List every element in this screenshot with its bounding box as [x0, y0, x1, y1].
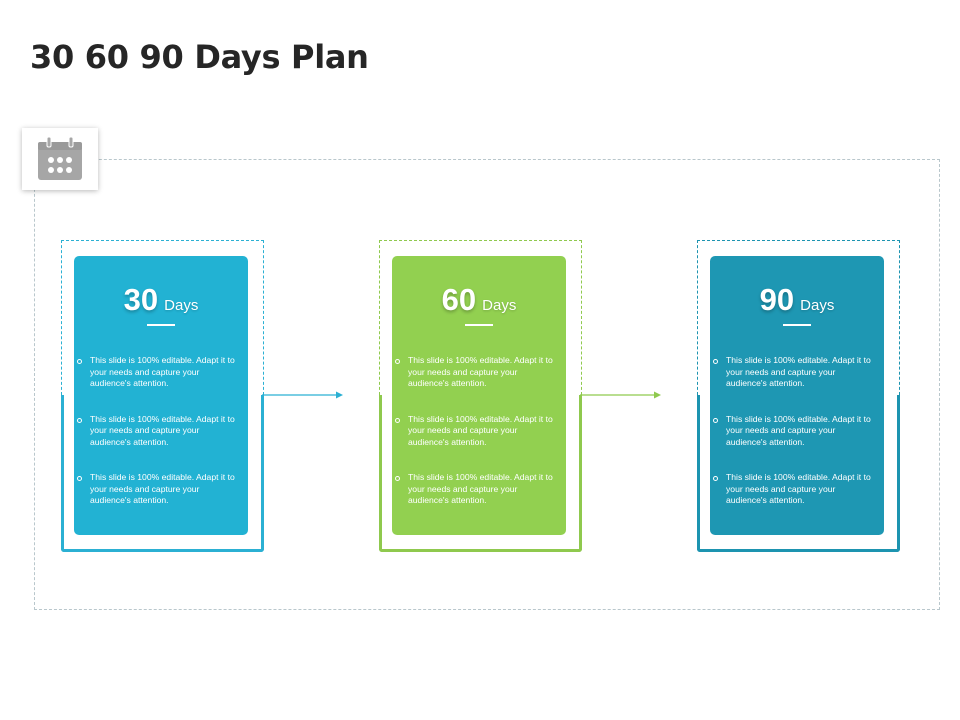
stage-90-bullet-list: This slide is 100% editable. Adapt it to… — [713, 355, 876, 531]
stage-60-column: 60 Days This slide is 100% editable. Adap… — [379, 240, 582, 552]
list-item: This slide is 100% editable. Adapt it to… — [77, 413, 240, 449]
stage-90-solid-frame — [697, 395, 900, 552]
bullet-circle-icon — [77, 417, 82, 423]
stage-60-underline — [465, 324, 493, 326]
calendar-icon — [38, 136, 82, 180]
bullet-circle-icon — [77, 476, 82, 481]
stage-90-dashed-frame — [697, 240, 900, 395]
stage-60-dashed-frame — [379, 240, 582, 395]
bullet-circle-icon — [395, 476, 400, 481]
outer-dashed-frame — [34, 159, 940, 610]
arrow-60-to-90 — [580, 391, 661, 399]
bullet-text: This slide is 100% editable. Adapt it to… — [726, 472, 871, 505]
stage-60-card: 60 Days This slide is 100% editable. Adap… — [392, 256, 566, 535]
stage-60-bullet-list: This slide is 100% editable. Adapt it to… — [395, 355, 558, 531]
bullet-text: This slide is 100% editable. Adapt it to… — [408, 472, 553, 505]
bullet-circle-icon — [395, 359, 400, 364]
list-item: This slide is 100% editable. Adapt it to… — [77, 355, 240, 390]
stage-30-card: 30 Days This slide is 100% editable. Adap… — [74, 256, 248, 535]
bullet-circle-icon — [713, 476, 718, 481]
arrow-30-to-60 — [262, 391, 343, 399]
stage-30-heading: 30 Days — [74, 282, 248, 318]
bullet-text: This slide is 100% editable. Adapt it to… — [408, 413, 553, 447]
stage-30-underline — [147, 324, 175, 326]
bullet-circle-icon — [713, 359, 718, 364]
bullet-text: This slide is 100% editable. Adapt it to… — [408, 355, 553, 388]
stage-30-number: 30 — [123, 282, 159, 317]
list-item: This slide is 100% editable. Adapt it to… — [713, 472, 876, 507]
stage-30-unit: Days — [164, 297, 199, 314]
stage-90-unit: Days — [800, 297, 835, 314]
stage-30-solid-frame — [61, 395, 264, 552]
bullet-text: This slide is 100% editable. Adapt it to… — [726, 355, 871, 388]
stage-30-bullet-list: This slide is 100% editable. Adapt it to… — [77, 355, 240, 531]
bullet-text: This slide is 100% editable. Adapt it to… — [90, 355, 235, 388]
list-item: This slide is 100% editable. Adapt it to… — [713, 355, 876, 390]
bullet-circle-icon — [713, 417, 718, 423]
bullet-text: This slide is 100% editable. Adapt it to… — [90, 472, 235, 505]
bullet-text: This slide is 100% editable. Adapt it to… — [90, 413, 235, 447]
stage-30-dashed-frame — [61, 240, 264, 395]
list-item: This slide is 100% editable. Adapt it to… — [395, 472, 558, 507]
stage-60-heading: 60 Days — [392, 282, 566, 318]
stage-60-number: 60 — [441, 282, 477, 317]
stage-60-unit: Days — [482, 297, 517, 314]
page-title: 30 60 90 Days Plan — [30, 38, 369, 76]
calendar-badge — [22, 128, 98, 190]
stage-90-column: 90 Days This slide is 100% editable. Adap… — [697, 240, 900, 552]
stage-90-number: 90 — [759, 282, 795, 317]
list-item: This slide is 100% editable. Adapt it to… — [713, 413, 876, 449]
stage-90-card: 90 Days This slide is 100% editable. Adap… — [710, 256, 884, 535]
stage-90-heading: 90 Days — [710, 282, 884, 318]
stage-30-column: 30 Days This slide is 100% editable. Adap… — [61, 240, 264, 552]
list-item: This slide is 100% editable. Adapt it to… — [395, 413, 558, 449]
bullet-text: This slide is 100% editable. Adapt it to… — [726, 413, 871, 447]
bullet-circle-icon — [395, 417, 400, 423]
list-item: This slide is 100% editable. Adapt it to… — [395, 355, 558, 390]
stage-60-solid-frame — [379, 395, 582, 552]
list-item: This slide is 100% editable. Adapt it to… — [77, 472, 240, 507]
bullet-circle-icon — [77, 359, 82, 364]
stage-90-underline — [783, 324, 811, 326]
